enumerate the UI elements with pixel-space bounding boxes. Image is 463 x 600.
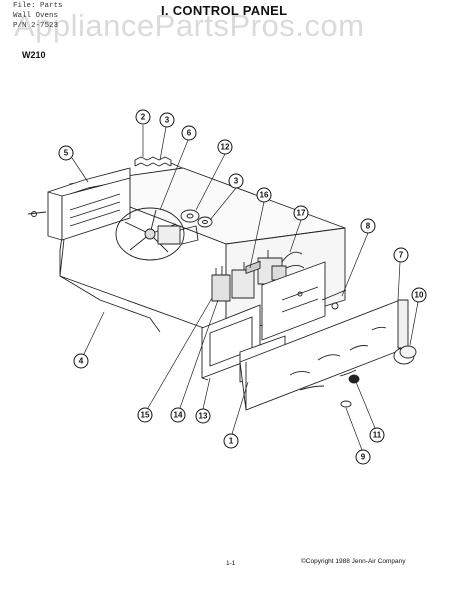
copyright-notice: ©Copyright 1988 Jenn-Air Company <box>301 558 406 565</box>
callout-6: 6 <box>181 125 197 141</box>
svg-text:16: 16 <box>260 191 269 200</box>
svg-text:13: 13 <box>199 412 208 421</box>
svg-text:8: 8 <box>366 222 371 231</box>
callout-1: 1 <box>223 433 239 449</box>
svg-text:11: 11 <box>373 431 382 440</box>
lens-clip <box>340 400 352 408</box>
svg-text:17: 17 <box>297 209 306 218</box>
svg-text:9: 9 <box>361 453 366 462</box>
svg-text:12: 12 <box>221 143 230 152</box>
page-number: 1-1 <box>226 560 236 567</box>
callout-3b: 3 <box>228 173 244 189</box>
model-number: W210 <box>22 50 46 60</box>
callout-9: 9 <box>355 449 371 465</box>
svg-text:7: 7 <box>399 251 404 260</box>
header-file-line: File: Parts <box>13 2 63 10</box>
svg-text:2: 2 <box>141 113 146 122</box>
callout-3: 3 <box>159 112 175 128</box>
callout-4: 4 <box>73 353 89 369</box>
svg-text:10: 10 <box>415 291 424 300</box>
washers <box>180 209 213 228</box>
callout-16: 16 <box>256 187 272 203</box>
svg-text:6: 6 <box>187 129 192 138</box>
svg-text:14: 14 <box>174 411 183 420</box>
callout-8: 8 <box>360 218 376 234</box>
svg-text:3: 3 <box>234 177 239 186</box>
header-pn-line: P/N 2-7523 <box>13 22 59 30</box>
fan-motor-assembly <box>115 207 199 261</box>
header-wall-line: Wall Ovens <box>13 12 59 20</box>
page-title: I. CONTROL PANEL <box>161 3 288 18</box>
svg-text:4: 4 <box>79 357 84 366</box>
callout-2: 2 <box>135 109 151 125</box>
switch-group <box>211 250 305 302</box>
leader-lines <box>71 125 419 451</box>
knob <box>393 345 417 365</box>
push-button <box>348 374 360 384</box>
callout-14: 14 <box>170 407 186 423</box>
svg-text:15: 15 <box>141 411 150 420</box>
callouts: 2 3 5 6 12 3 16 17 8 7 10 4 15 14 13 1 1… <box>58 109 427 465</box>
svg-text:1: 1 <box>229 437 234 446</box>
callout-15: 15 <box>137 407 153 423</box>
svg-text:5: 5 <box>64 149 69 158</box>
mounting-bracket <box>261 261 347 341</box>
svg-text:3: 3 <box>165 116 170 125</box>
vent-duct <box>27 167 131 241</box>
shaft-spring <box>134 156 183 169</box>
callout-10: 10 <box>411 287 427 303</box>
callout-11: 11 <box>369 427 385 443</box>
callout-12: 12 <box>217 139 233 155</box>
watermark: AppliancePartsPros.com <box>14 8 365 43</box>
callout-5: 5 <box>58 145 74 161</box>
callout-13: 13 <box>195 408 211 424</box>
callout-17: 17 <box>293 205 309 221</box>
callout-7: 7 <box>393 247 409 263</box>
